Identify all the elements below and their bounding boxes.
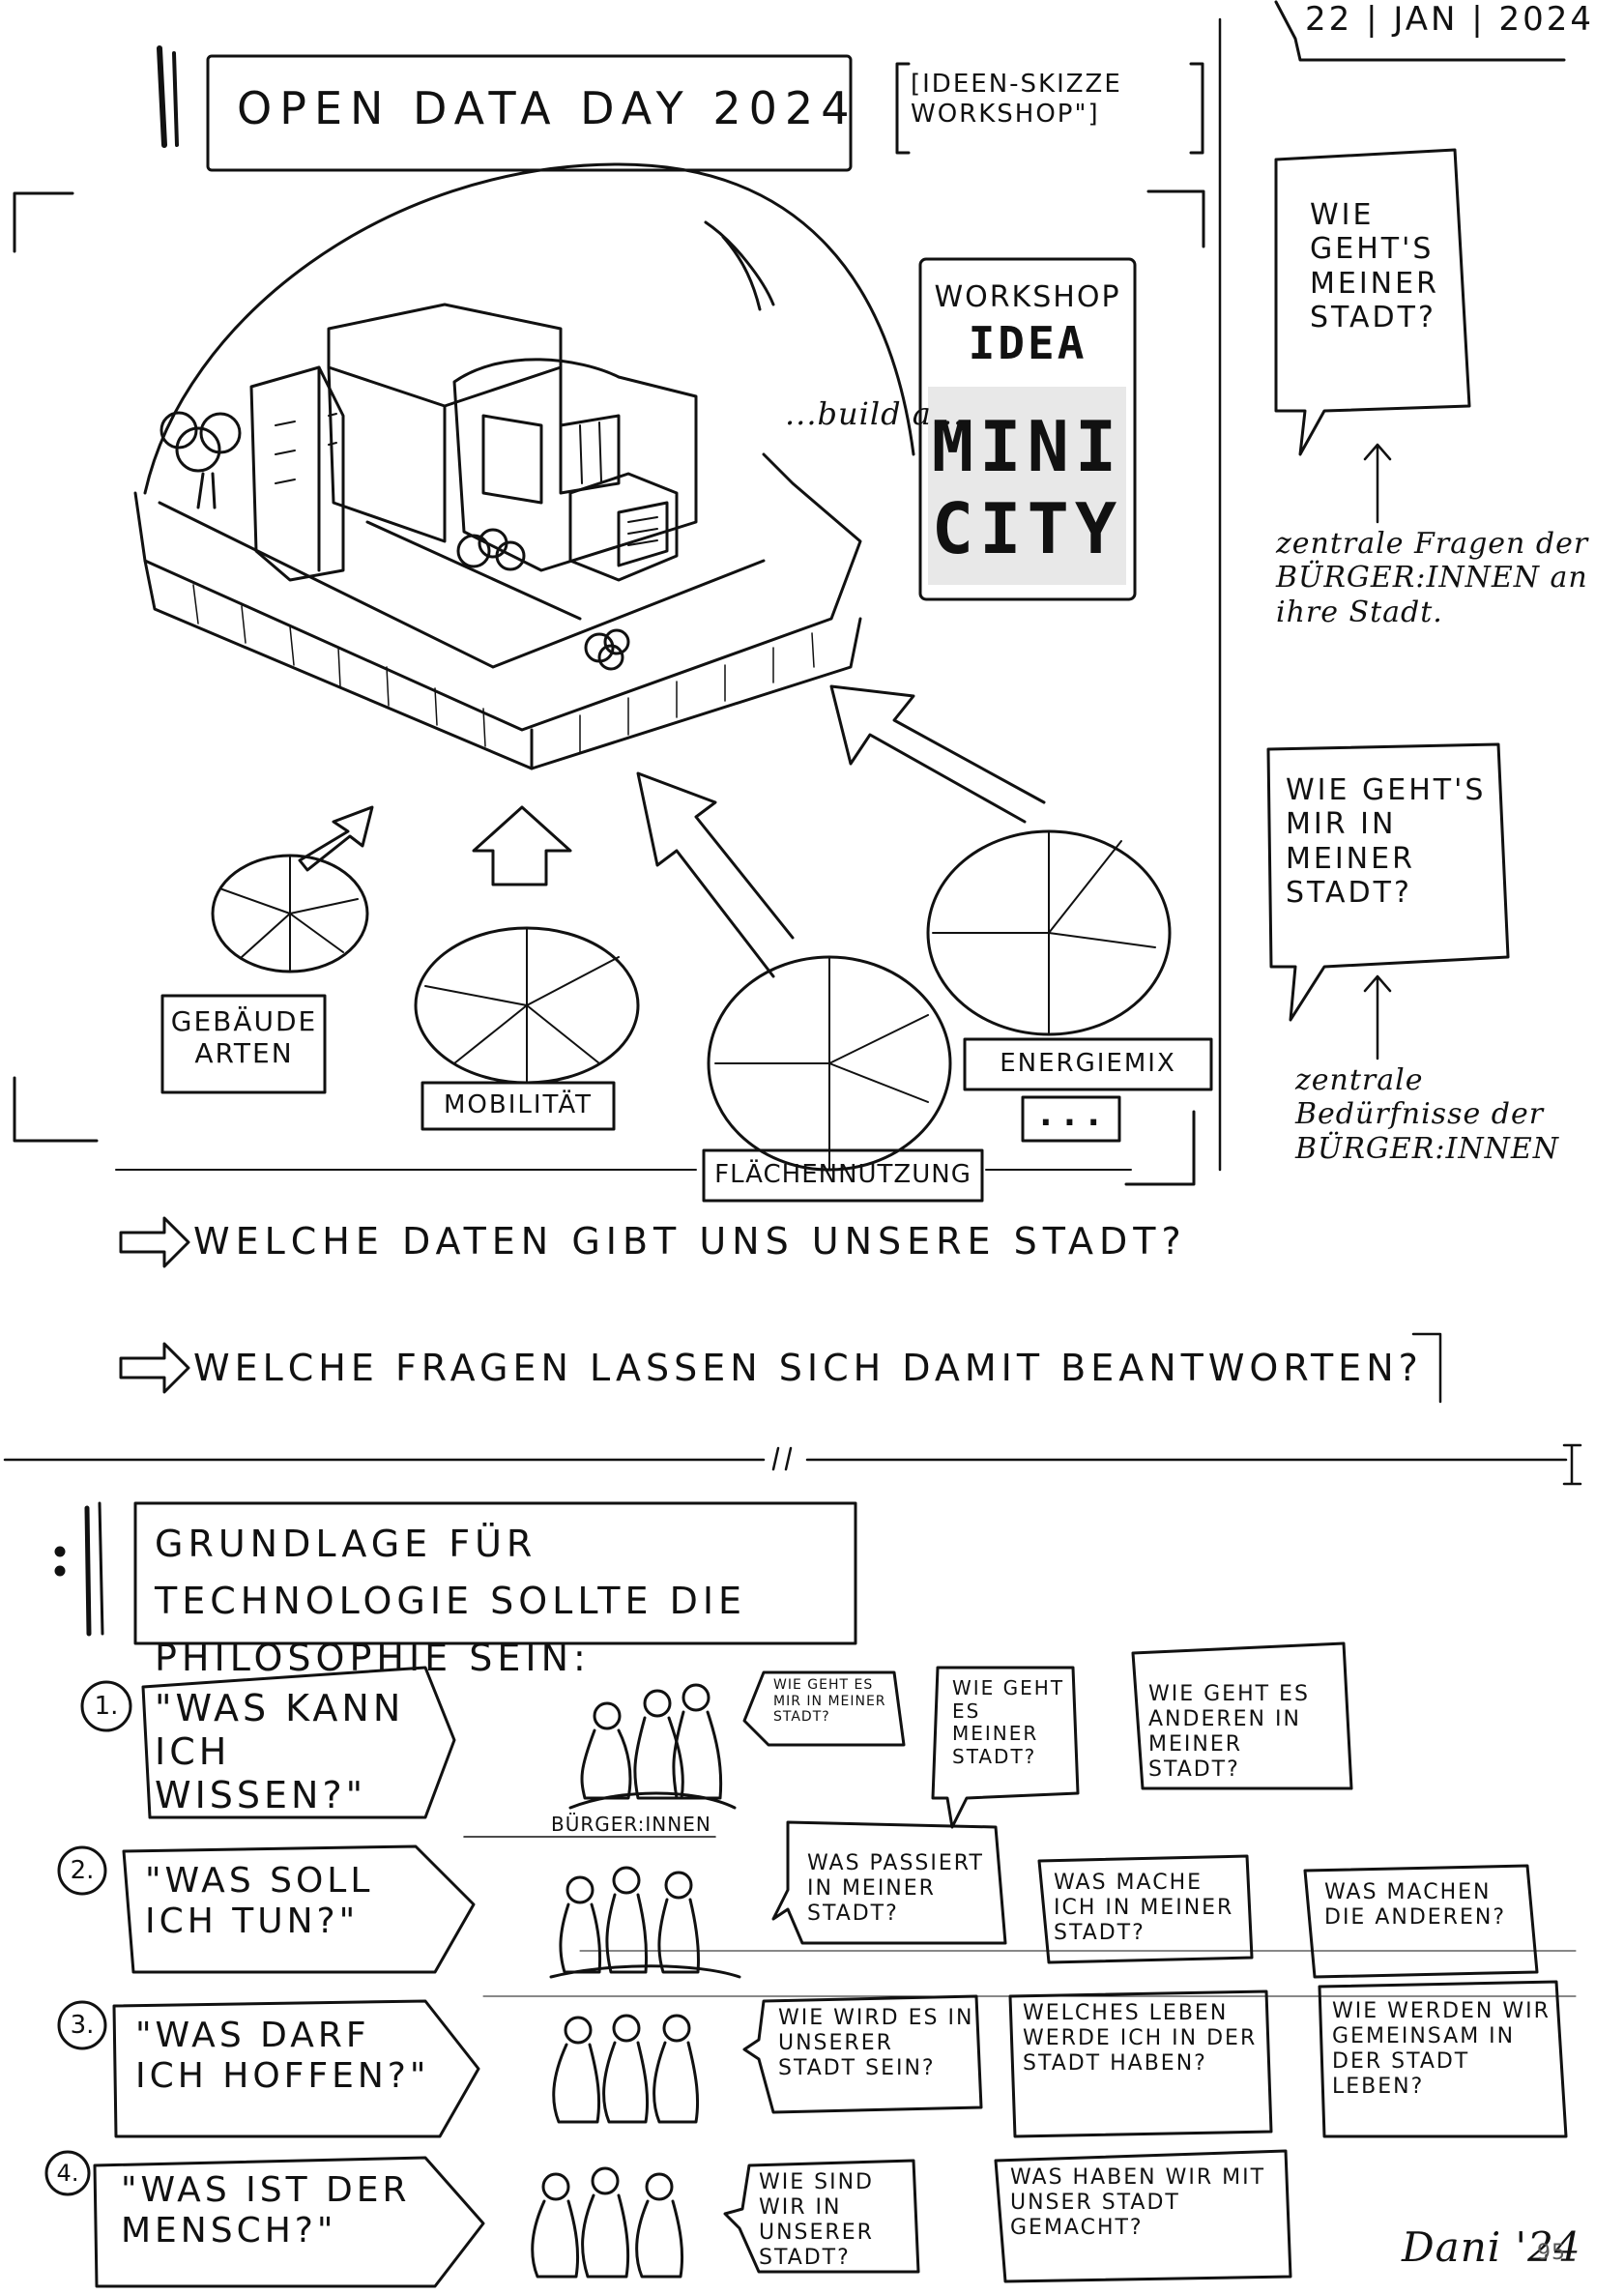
section-title: GRUNDLAGE FÜR TECHNOLOGIE SOLLTE DIE PHI…	[155, 1523, 747, 1679]
date-label: 22 | JAN | 2024	[1305, 0, 1595, 39]
row-1-bubble-1: WIE GEHT ES MIR IN MEINER STADT?	[773, 1677, 886, 1726]
row-1-quote: "WAS KANN ICH WISSEN?"	[155, 1687, 405, 1816]
category-flaechen: FLÄCHENNUTZUNG	[714, 1160, 972, 1189]
row-2-bubble-2: WAS MACHE ICH IN MEINER STADT?	[1054, 1871, 1234, 1945]
category-mobilitaet: MOBILITÄT	[443, 1090, 594, 1119]
category-gebaeude: GEBÄUDE ARTEN	[170, 1005, 318, 1070]
workshop-idea-word: IDEA	[968, 317, 1088, 369]
side-note-1: zentrale Fragen der BÜRGER:INNEN an ihre…	[1276, 527, 1589, 629]
row-2-quote: "WAS SOLL ICH TUN?"	[145, 1861, 374, 1942]
question-1: WELCHE DATEN GIBT UNS UNSERE STADT?	[193, 1220, 1187, 1263]
row-2-number: 2.	[70, 1856, 95, 1885]
city-label: CITY	[931, 488, 1123, 569]
page-number: 95	[1537, 2241, 1566, 2265]
row-3-number: 3.	[70, 2011, 95, 2040]
row-1-number: 1.	[94, 1692, 119, 1721]
row-2-bubble-3: WAS MACHEN DIE ANDEREN?	[1324, 1880, 1506, 1930]
row-3-bubble-3: WIE WERDEN WIR GEMEINSAM IN DER STADT LE…	[1332, 1999, 1551, 2099]
category-energie: ENERGIEMIX	[1000, 1049, 1176, 1078]
row-4-quote: "WAS IST DER MENSCH?"	[121, 2170, 411, 2251]
workshop-subtitle: [IDEEN-SKIZZE WORKSHOP"]	[911, 70, 1122, 129]
side-note-2: zentrale Bedürfnisse der BÜRGER:INNEN	[1295, 1063, 1559, 1166]
row-3-bubble-1: WIE WIRD ES IN UNSERER STADT SEIN?	[778, 2006, 974, 2080]
row-1-people-label: BÜRGER:INNEN	[551, 1813, 711, 1836]
side-bubble-1: WIE GEHT'S MEINER STADT?	[1310, 198, 1439, 335]
row-4-bubble-1: WIE SIND WIR IN UNSERER STADT?	[759, 2170, 874, 2270]
workshop-idea-label: WORKSHOP	[934, 280, 1121, 314]
category-more: ...	[1034, 1094, 1108, 1134]
row-4-bubble-2: WAS HABEN WIR MIT UNSER STADT GEMACHT?	[1010, 2165, 1266, 2240]
row-1-bubble-3: WIE GEHT ES ANDEREN IN MEINER STADT?	[1148, 1682, 1310, 1782]
row-2-bubble-1: WAS PASSIERT IN MEINER STADT?	[807, 1851, 984, 1926]
row-4-number: 4.	[56, 2160, 79, 2187]
mini-label: MINI	[931, 406, 1123, 487]
build-a-label: ...build a...	[785, 395, 965, 432]
signature: Dani '24	[1402, 2223, 1581, 2271]
page-title: OPEN DATA DAY 2024	[237, 82, 857, 134]
row-1-bubble-2: WIE GEHT ES MEINER STADT?	[952, 1676, 1065, 1768]
row-3-bubble-2: WELCHES LEBEN WERDE ICH IN DER STADT HAB…	[1023, 2001, 1258, 2076]
row-3-quote: "WAS DARF ICH HOFFEN?"	[135, 2016, 430, 2097]
side-bubble-2: WIE GEHT'S MIR IN MEINER STADT?	[1286, 773, 1487, 911]
question-2: WELCHE FRAGEN LASSEN SICH DAMIT BEANTWOR…	[193, 1347, 1423, 1389]
